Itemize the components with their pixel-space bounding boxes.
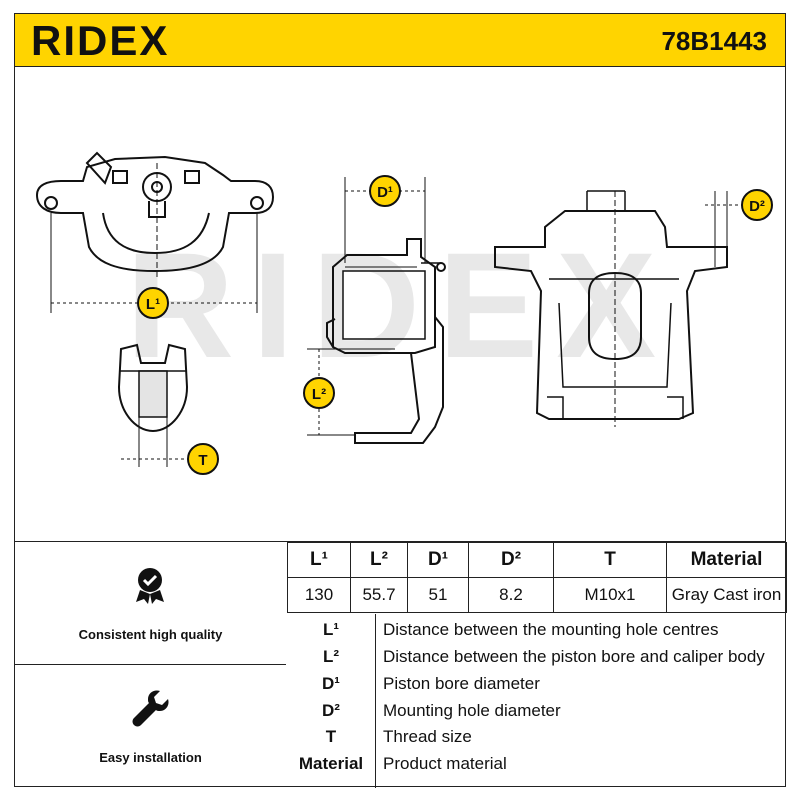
feature-installation-label: Easy installation — [99, 750, 202, 765]
spec-value: M10x1 — [553, 577, 667, 613]
d1-label: D¹ — [377, 184, 393, 201]
legend-row: T Thread size — [287, 727, 787, 753]
legend: L¹ Distance between the mounting hole ce… — [287, 614, 787, 788]
watermark: RIDEX — [126, 221, 674, 389]
brand-logo: RIDEX — [31, 17, 170, 64]
feature-quality-label: Consistent high quality — [78, 627, 223, 642]
l1-label: L¹ — [146, 296, 160, 313]
spec-header: D¹ — [407, 542, 469, 578]
legend-row: D² Mounting hole diameter — [287, 701, 787, 727]
wrench-icon — [132, 690, 169, 727]
spec-header: Material — [666, 542, 787, 578]
legend-desc: Product material — [383, 754, 507, 773]
legend-key: Material — [298, 754, 364, 773]
legend-key: D² — [322, 701, 340, 720]
spec-value: Gray Cast iron — [666, 577, 787, 613]
quality-badge-icon — [136, 568, 164, 604]
l1-marker — [137, 287, 169, 319]
technical-drawing: RIDEX L¹ — [14, 67, 786, 541]
legend-desc: Distance between the piston bore and cal… — [383, 647, 765, 666]
caliper-section-view — [326, 238, 446, 444]
l2-marker — [303, 377, 335, 409]
feature-quality: Consistent high quality — [15, 542, 286, 665]
d2-dimension — [705, 191, 745, 267]
spec-table: L¹ L² D¹ D² T Material 130 55.7 51 8.2 M… — [287, 542, 787, 613]
spec-header: D² — [468, 542, 554, 578]
caliper-drawing: RIDEX L¹ — [35, 151, 773, 475]
t-dimension — [121, 417, 191, 467]
d1-marker — [369, 175, 401, 207]
legend-row: D¹ Piston bore diameter — [287, 674, 787, 700]
legend-row: Material Product material — [287, 754, 787, 780]
spec-header-row: L¹ L² D¹ D² T Material — [287, 542, 787, 578]
spec-header: T — [553, 542, 667, 578]
legend-row: L¹ Distance between the mounting hole ce… — [287, 620, 787, 646]
spec-header: L² — [350, 542, 408, 578]
legend-divider — [375, 614, 376, 788]
spec-value: 8.2 — [468, 577, 554, 613]
t-label: T — [198, 452, 207, 469]
legend-key: D¹ — [322, 674, 340, 693]
d2-marker — [741, 189, 773, 221]
legend-desc: Piston bore diameter — [383, 674, 540, 693]
part-number: 78B1443 — [661, 26, 767, 56]
piston-view — [117, 343, 189, 433]
legend-key: L¹ — [322, 620, 340, 639]
spec-value: 51 — [407, 577, 469, 613]
l2-label: L² — [312, 386, 326, 403]
spec-value: 55.7 — [350, 577, 408, 613]
d1-dimension — [344, 177, 426, 263]
legend-desc: Mounting hole diameter — [383, 701, 561, 720]
d2-label: D² — [749, 198, 765, 215]
legend-row: L² Distance between the piston bore and … — [287, 647, 787, 673]
legend-key: L² — [322, 647, 340, 666]
caliper-side-view — [494, 190, 728, 427]
legend-key: T — [325, 727, 337, 746]
brand-header: RIDEX 78B1443 — [14, 13, 786, 67]
spec-value: 130 — [287, 577, 351, 613]
legend-desc: Thread size — [383, 727, 472, 746]
feature-installation: Easy installation — [15, 665, 286, 787]
spec-section: Consistent high quality Easy installatio… — [14, 541, 787, 788]
legend-desc: Distance between the mounting hole centr… — [383, 620, 719, 639]
t-marker — [187, 443, 219, 475]
spec-header: L¹ — [287, 542, 351, 578]
spec-value-row: 130 55.7 51 8.2 M10x1 Gray Cast iron — [287, 577, 787, 613]
